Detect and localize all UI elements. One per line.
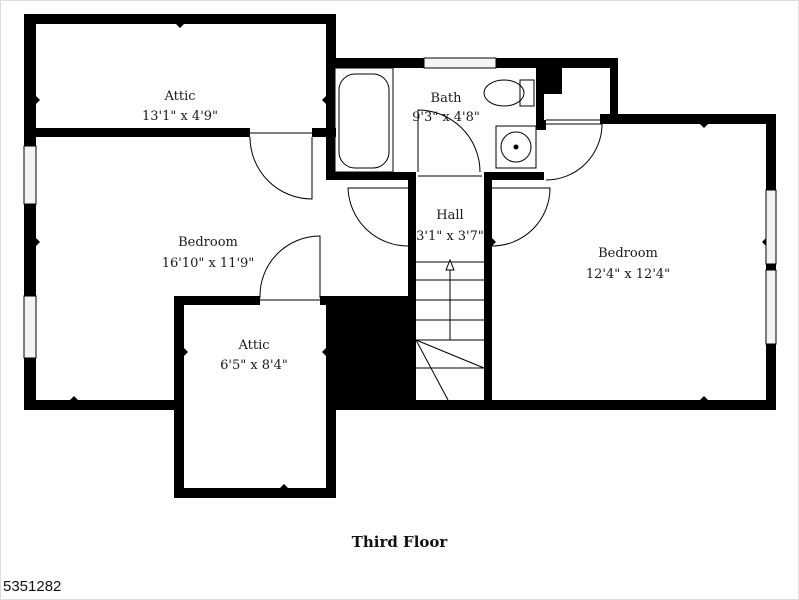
floor-title: Third Floor [351,533,448,551]
room-name-attic-bottom: Attic [237,338,269,353]
windows [23,57,777,359]
walls [24,14,776,498]
room-dims-bath: 9'3" x 4'8" [412,110,480,125]
room-name-bedroom-right: Bedroom [598,246,658,261]
dimension-ticks [36,24,766,488]
room-dims-attic-bottom: 6'5" x 8'4" [220,358,288,373]
toilet-bowl [483,79,525,107]
bath-fixtures [334,67,537,173]
room-name-attic-top: Attic [163,89,195,104]
stairs [415,258,485,401]
room-dims-bedroom-right: 12'4" x 12'4" [586,267,670,282]
room-name-hall: Hall [436,208,463,223]
toilet-tank [519,79,535,107]
room-name-bedroom-left: Bedroom [178,235,238,250]
room-name-bath: Bath [431,91,463,106]
sink [495,125,537,169]
listing-id: 5351282 [3,578,62,595]
doors [249,109,603,301]
room-dims-bedroom-left: 16'10" x 11'9" [162,256,255,271]
bathtub [334,67,394,173]
room-dims-attic-top: 13'1" x 4'9" [142,109,218,124]
room-dims-hall: 3'1" x 3'7" [416,229,484,244]
